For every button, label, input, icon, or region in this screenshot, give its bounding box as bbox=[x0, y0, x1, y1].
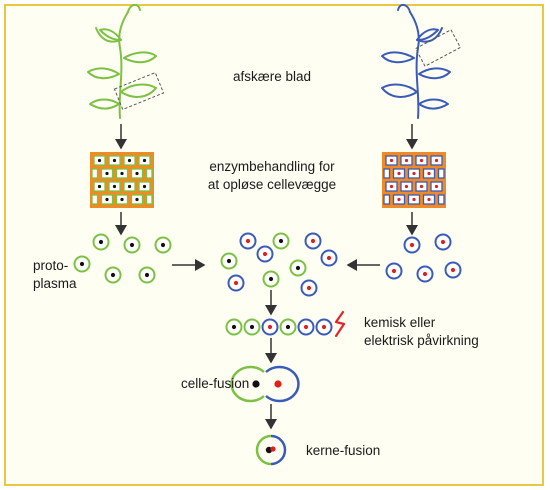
blue-protoplast bbox=[297, 318, 315, 336]
aligned-protoplast-row bbox=[225, 318, 333, 336]
blue-protoplast bbox=[444, 261, 462, 279]
green-protoplast bbox=[262, 270, 280, 288]
green-protoplast bbox=[123, 236, 141, 254]
blue-protoplast bbox=[227, 274, 245, 292]
tissue-cell bbox=[145, 194, 153, 205]
cell-fusion-icon bbox=[230, 365, 300, 403]
blue-protoplast-group bbox=[385, 233, 462, 283]
green-protoplast bbox=[138, 266, 156, 284]
green-protoplast bbox=[220, 252, 238, 270]
tissue-cell bbox=[383, 194, 391, 205]
blue-protoplast bbox=[256, 245, 274, 263]
blue-protoplast bbox=[320, 249, 338, 267]
blue-protoplast bbox=[261, 318, 279, 336]
nucleus-fusion-icon bbox=[255, 434, 287, 466]
green-protoplast bbox=[272, 232, 290, 250]
green-protoplast bbox=[104, 266, 122, 284]
blue-protoplast bbox=[239, 232, 257, 250]
lightning-bolt-icon bbox=[334, 310, 346, 338]
stimulus-label-line-1: kemisk eller bbox=[364, 315, 436, 330]
cut-leaf-label: afskære blad bbox=[233, 69, 311, 84]
protoplasm-label-line-2: plasma bbox=[33, 276, 77, 291]
enzyme-label-line-2: at opløse cellevægge bbox=[208, 177, 336, 192]
blue-protoplast bbox=[434, 233, 452, 251]
tissue-cell bbox=[145, 168, 153, 179]
green-protoplast-group bbox=[73, 233, 172, 284]
green-protoplast bbox=[225, 318, 243, 336]
protoplasm-label-line-1: proto- bbox=[33, 258, 68, 273]
blue-protoplast bbox=[385, 262, 403, 280]
tissue-cell bbox=[437, 168, 445, 179]
tissue-cell bbox=[91, 168, 99, 179]
green-protoplast bbox=[154, 236, 172, 254]
blue-plant-icon bbox=[381, 4, 451, 119]
enzyme-label-line-1: enzymbehandling for bbox=[209, 159, 335, 174]
green-tissue-icon bbox=[90, 152, 154, 208]
blue-protoplast bbox=[403, 236, 421, 254]
green-protoplast bbox=[92, 233, 110, 251]
green-protoplast bbox=[73, 255, 91, 273]
blue-protoplast bbox=[304, 232, 322, 250]
tissue-cell bbox=[91, 194, 99, 205]
blue-protoplast bbox=[300, 279, 318, 297]
green-protoplast bbox=[289, 259, 307, 277]
green-plant-icon bbox=[87, 4, 157, 119]
stimulus-label-line-2: elektrisk påvirkning bbox=[364, 333, 479, 348]
cell-fusion-label: celle-fusion bbox=[181, 376, 249, 391]
green-protoplast bbox=[243, 318, 261, 336]
tissue-cell bbox=[383, 168, 391, 179]
blue-protoplast bbox=[416, 265, 434, 283]
tissue-cell bbox=[437, 194, 445, 205]
blue-tissue-icon bbox=[382, 152, 446, 208]
green-protoplast bbox=[279, 318, 297, 336]
nucleus-fusion-label: kerne-fusion bbox=[306, 443, 380, 458]
blue-protoplast bbox=[315, 318, 333, 336]
mixed-protoplast-group bbox=[220, 232, 338, 297]
blue-leaf-cut-box bbox=[414, 29, 462, 67]
